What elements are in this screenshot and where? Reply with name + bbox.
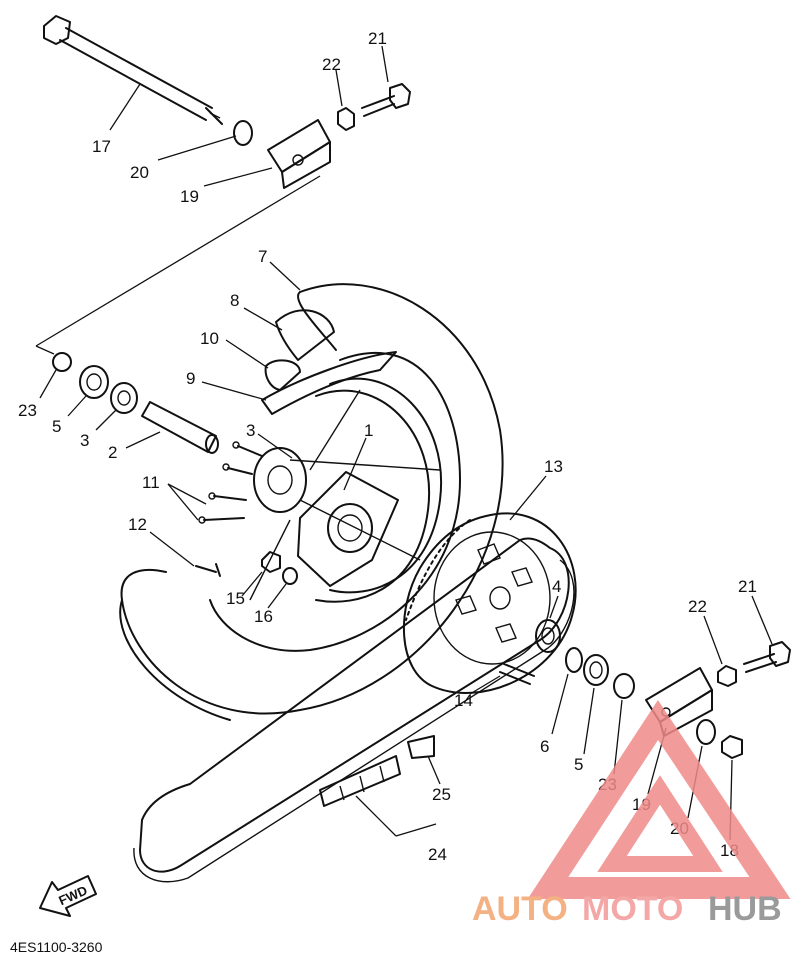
- label-6: 6: [540, 737, 549, 756]
- label-7: 7: [258, 247, 267, 266]
- oil-seal-part-5b: [583, 654, 609, 686]
- label-19: 19: [180, 187, 199, 206]
- label-13: 13: [544, 457, 563, 476]
- nut-part-22b: [717, 665, 737, 687]
- sprocket-teeth: [405, 519, 471, 621]
- spacer-part: [141, 401, 219, 454]
- label-8: 8: [230, 291, 239, 310]
- label-9: 9: [186, 369, 195, 388]
- label-5: 5: [52, 417, 61, 436]
- label-23: 23: [18, 401, 37, 420]
- watermark-logo: [527, 700, 791, 899]
- sprocket-part: [402, 512, 577, 694]
- fwd-arrow: FWD: [39, 875, 97, 917]
- washer-part-16: [282, 567, 298, 585]
- label-1: 1: [364, 421, 373, 440]
- label-3: 3: [80, 431, 89, 450]
- nut-part: [337, 107, 355, 131]
- label-22b: 22: [688, 597, 707, 616]
- hub-bolts-part: [198, 441, 263, 524]
- watermark-text: AUTO MOTO HUB: [472, 890, 782, 928]
- label-10: 10: [200, 329, 219, 348]
- bolt-part-21b: [743, 641, 791, 673]
- label-2: 2: [108, 443, 117, 462]
- valve-part: [195, 563, 221, 577]
- leader-lines: [39, 45, 773, 841]
- axle-nut-part: [721, 735, 743, 759]
- label-4: 4: [552, 577, 561, 596]
- bearing-part-4: [535, 619, 561, 653]
- drive-chain-part: [133, 537, 575, 883]
- bolt-part: [361, 83, 411, 117]
- watermark-auto: AUTO: [472, 890, 568, 928]
- bearing-part: [110, 382, 138, 414]
- hub-part: [253, 447, 399, 587]
- label-11: 11: [142, 473, 160, 492]
- label-5b: 5: [574, 755, 583, 774]
- label-16: 16: [254, 607, 273, 626]
- rim-tape-part: [275, 309, 335, 361]
- label-17: 17: [92, 137, 111, 156]
- watermark-moto: MOTO: [582, 890, 683, 928]
- label-20: 20: [130, 163, 149, 182]
- diagram-code: 4ES1100-3260: [10, 939, 103, 955]
- watermark-hub: HUB: [708, 890, 782, 928]
- label-24: 24: [428, 845, 447, 864]
- rim-band-part: [261, 351, 397, 415]
- axle-part: [43, 15, 223, 125]
- oil-seal-part: [79, 365, 109, 399]
- chain-joint-part: [407, 735, 435, 759]
- label-14: 14: [454, 691, 473, 710]
- label-21b: 21: [738, 577, 757, 596]
- chain-adjuster-part: [267, 119, 331, 189]
- washer-part: [233, 120, 253, 146]
- tire-part: [119, 283, 504, 721]
- label-12: 12: [128, 515, 147, 534]
- label-21: 21: [368, 29, 387, 48]
- collar-part-23b: [613, 673, 635, 699]
- part-number-labels: 17 20 19 22 21 7 8 10 9 23 5 3 2 3 1 11 …: [18, 29, 757, 864]
- label-25: 25: [432, 785, 451, 804]
- collar-part: [52, 352, 72, 372]
- chain-link-part: [319, 755, 401, 807]
- tube-part: [264, 359, 301, 391]
- label-15: 15: [226, 589, 245, 608]
- label-22: 22: [322, 55, 341, 74]
- sprocket-bolt-part: [499, 663, 535, 685]
- label-3b: 3: [246, 421, 255, 440]
- washer-part-20b: [696, 719, 716, 745]
- wheel-part: [249, 377, 443, 603]
- nut-part-15: [261, 551, 281, 573]
- circlip-part: [565, 647, 583, 673]
